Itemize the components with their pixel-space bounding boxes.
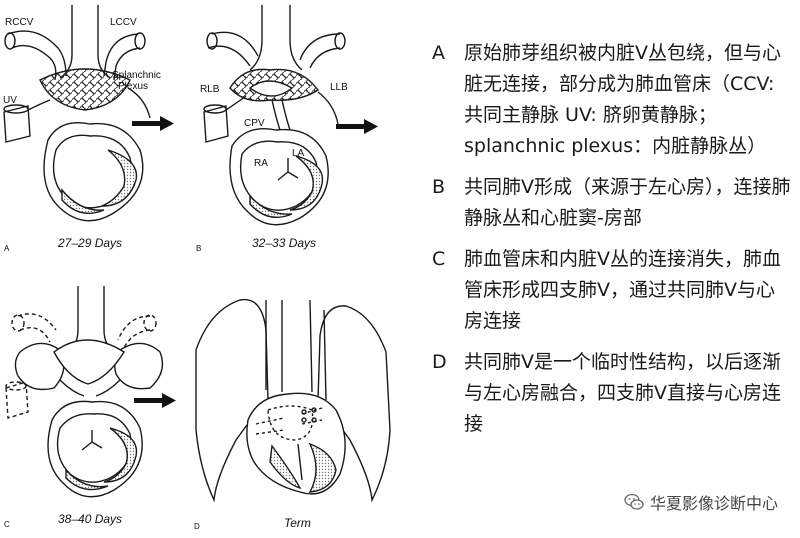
note-text: 共同肺V形成（来源于左心房），连接肺静脉丛和心脏窦-房部 <box>464 176 791 229</box>
label-la: LA <box>292 148 305 159</box>
panel-a-days: 27–29 Days <box>58 236 123 250</box>
label-rlb: RLB <box>200 84 220 95</box>
embryology-figure: RCCV LCCV Splanchnic Plexus UV A 27–29 D… <box>3 5 391 531</box>
note-letter: C <box>432 248 446 270</box>
panel-a-letter: A <box>4 244 10 253</box>
panel-b-days: 32–33 Days <box>252 236 317 250</box>
arrow-a-to-b <box>132 116 174 131</box>
note-text: 原始肺芽组织被内脏V丛包绕，但与心脏无连接，部分成为肺血管床（CCV: 共同主静… <box>464 42 781 157</box>
panel-a-drawing <box>3 5 151 222</box>
label-uv: UV <box>3 95 17 106</box>
label-lccv: LCCV <box>110 17 137 28</box>
arrow-c-to-d <box>134 393 176 408</box>
wechat-icon <box>624 493 644 510</box>
panel-c-letter: C <box>4 520 10 529</box>
watermark: 华夏影像诊断中心 <box>624 490 778 514</box>
label-rccv: RCCV <box>5 17 34 28</box>
arrow-b-to-notes <box>336 119 378 134</box>
note-a: A 原始肺芽组织被内脏V丛包绕，但与心脏无连接，部分成为肺血管床（CCV: 共同… <box>432 38 792 162</box>
figure-drawing <box>3 5 391 503</box>
note-letter: D <box>432 351 447 373</box>
label-ra: RA <box>254 158 268 169</box>
label-plexus: Plexus <box>118 81 149 92</box>
panel-d-days: Term <box>284 516 311 530</box>
label-cpv: CPV <box>244 118 265 129</box>
note-b: B 共同肺V形成（来源于左心房），连接肺静脉丛和心脏窦-房部 <box>432 172 792 234</box>
panel-c-days: 38–40 Days <box>58 512 123 526</box>
note-text: 共同肺V是一个临时性结构，以后逐渐与左心房融合，四支肺V直接与心房连接 <box>464 351 781 435</box>
note-c: C 肺血管床和内脏V丛的连接消失，肺血管床形成四支肺V，通过共同肺V与心房连接 <box>432 244 792 337</box>
watermark-text: 华夏影像诊断中心 <box>649 494 778 513</box>
note-letter: B <box>432 176 446 198</box>
label-llb: LLB <box>330 82 348 93</box>
notes-list: A 原始肺芽组织被内脏V丛包绕，但与心脏无连接，部分成为肺血管床（CCV: 共同… <box>432 38 792 450</box>
panel-d-drawing <box>195 298 391 503</box>
panel-b-drawing <box>203 5 346 226</box>
note-text: 肺血管床和内脏V丛的连接消失，肺血管床形成四支肺V，通过共同肺V与心房连接 <box>464 248 781 332</box>
panel-d-letter: D <box>194 522 200 531</box>
label-splanchnic: Splanchnic <box>112 70 161 81</box>
note-letter: A <box>432 42 445 64</box>
panel-b-letter: B <box>196 244 202 253</box>
panel-c-drawing <box>5 286 164 498</box>
note-d: D 共同肺V是一个临时性结构，以后逐渐与左心房融合，四支肺V直接与心房连接 <box>432 347 792 440</box>
